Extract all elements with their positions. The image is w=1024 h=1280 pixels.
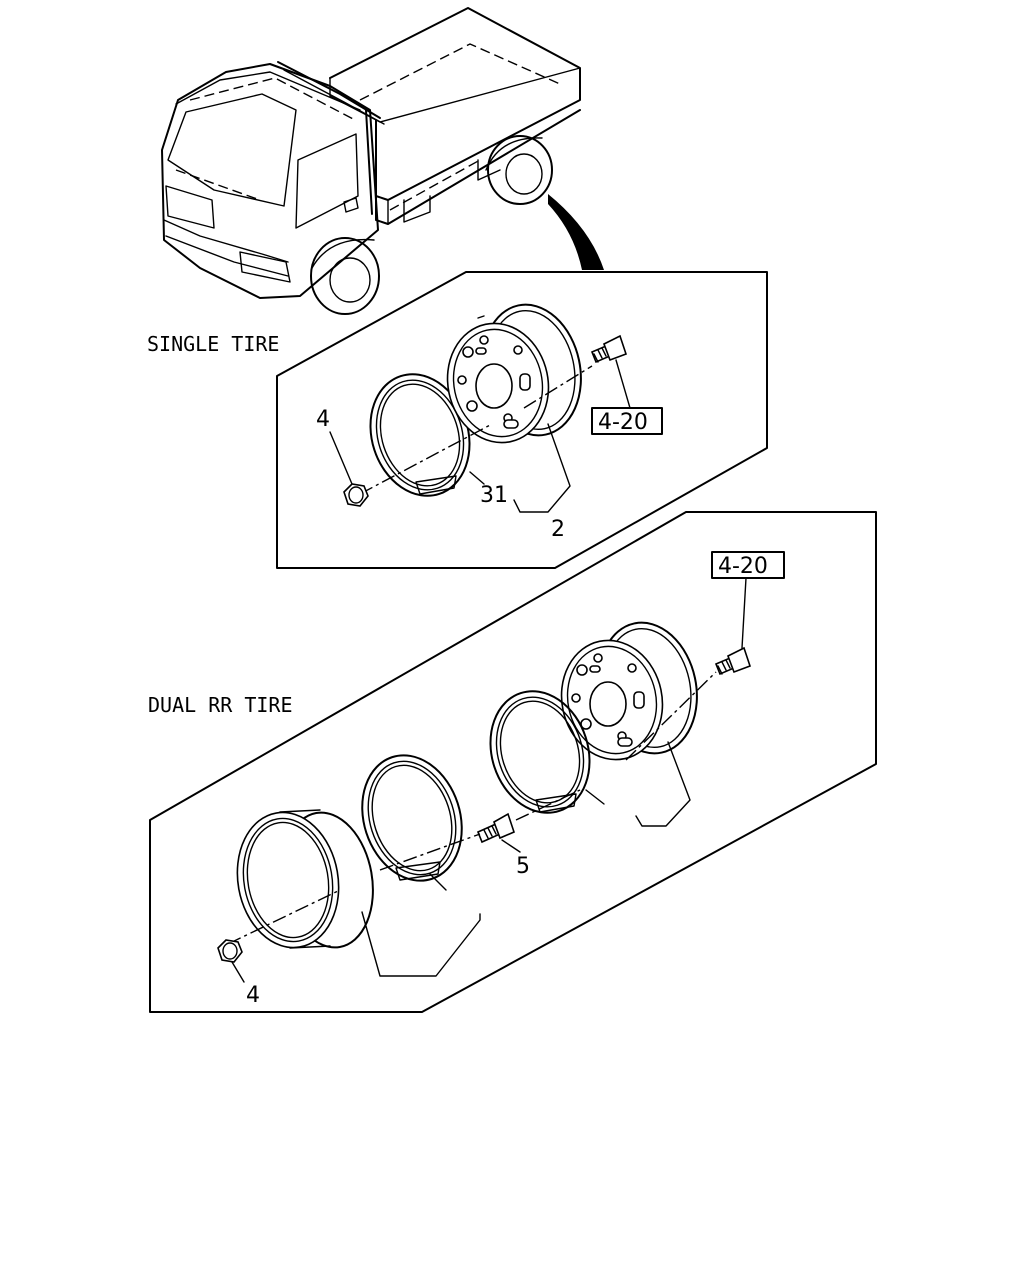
dual-ref-leader xyxy=(741,577,747,649)
single-flap-leader xyxy=(469,471,485,485)
dual-outer-flap-leader xyxy=(585,789,605,805)
single-ref-leader xyxy=(615,359,631,409)
single-wheel-bracket xyxy=(513,423,571,513)
single-nut-part xyxy=(343,483,369,507)
dual-inner-wheel-bracket xyxy=(361,911,481,977)
single-tire-title: SINGLE TIRE xyxy=(147,332,279,356)
dual-stud-bolt-part xyxy=(476,812,515,844)
truck-illustration xyxy=(161,7,604,315)
single-wheel-callout: 2 xyxy=(551,517,565,542)
dual-tire-frame xyxy=(149,511,877,1013)
single-nut-callout: 4 xyxy=(316,407,330,432)
single-ref-callout: 4-20 xyxy=(598,410,648,435)
dual-axis-line xyxy=(227,671,717,945)
dual-inner-flap-part xyxy=(361,754,463,882)
dual-bolt-callout: 5 xyxy=(516,854,530,879)
dual-hub-bolt xyxy=(714,646,752,676)
dual-bolt-leader xyxy=(501,839,521,853)
dual-nut-part xyxy=(217,939,243,963)
dual-tire-section: DUAL RR TIRE xyxy=(148,511,877,1013)
single-axis-line xyxy=(359,365,593,495)
dual-tire-title: DUAL RR TIRE xyxy=(148,693,293,717)
dual-ref-callout: 4-20 xyxy=(718,554,768,579)
single-hub-bolt xyxy=(590,334,628,364)
dual-nut-callout: 4 xyxy=(246,983,260,1008)
dual-inner-wheel-part xyxy=(236,809,374,949)
single-tire-section: SINGLE TIRE xyxy=(147,271,768,569)
dual-outer-wheel-part xyxy=(560,621,698,761)
dual-ref-box xyxy=(711,551,785,579)
single-nut-leader xyxy=(329,431,353,485)
single-tire-frame xyxy=(276,271,768,569)
dual-outer-wheel-bracket xyxy=(635,741,691,827)
single-flap-part xyxy=(369,373,471,497)
dual-inner-flap-leader xyxy=(429,873,447,891)
single-flap-callout: 31 xyxy=(480,483,508,508)
single-wheel-part xyxy=(446,303,582,444)
dual-nut-leader xyxy=(231,961,245,983)
single-ref-box xyxy=(591,407,663,435)
